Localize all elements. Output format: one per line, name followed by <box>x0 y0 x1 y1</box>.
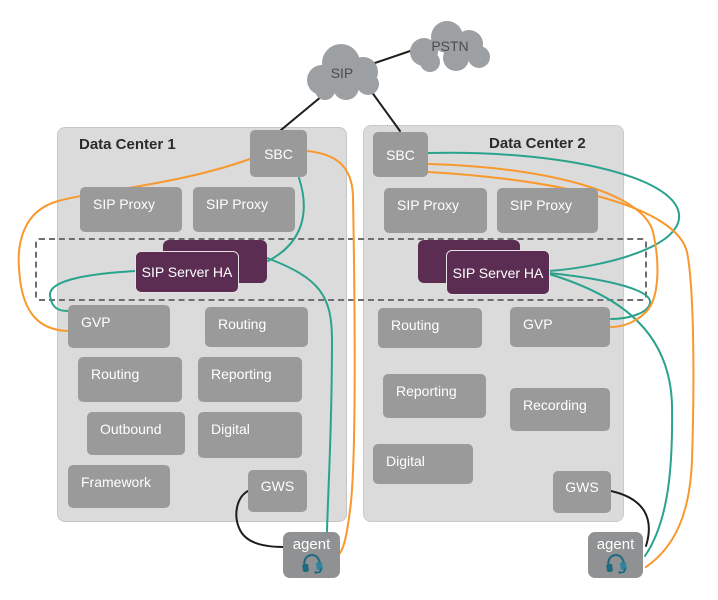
dc1-outbound-box: Outbound <box>87 412 185 455</box>
dc2-digital-box: Digital <box>373 444 473 484</box>
dc2-recording-box: Recording <box>510 388 610 431</box>
link-ha2-agent2 <box>548 273 674 557</box>
agent-right-label: agent <box>596 536 635 553</box>
link-sip-sbc1 <box>280 95 323 131</box>
link-sbc1-ha1 <box>267 177 305 262</box>
data-center-1-title: Data Center 1 <box>79 136 176 153</box>
data-center-2-title: Data Center 2 <box>489 135 586 152</box>
link-sbc1-gvp1 <box>17 158 251 332</box>
dc2-sbc-box: SBC <box>373 132 428 177</box>
dc1-sbc-label: SBC <box>264 145 293 162</box>
dc1-gws-box: GWS <box>248 470 307 512</box>
agent-right-box: agent <box>588 532 643 578</box>
dc1-routing-box-2: Routing <box>78 357 182 402</box>
link-ha2-gvp2 <box>548 272 651 320</box>
dc1-digital-box: Digital <box>198 412 302 458</box>
pstn-cloud-label: PSTN <box>431 38 468 54</box>
dc1-sip-proxy-1: SIP Proxy <box>80 187 182 232</box>
dc2-reporting-box: Reporting <box>383 374 486 418</box>
dc2-gvp-box: GVP <box>510 307 610 347</box>
headset-icon <box>605 554 627 574</box>
link-sbc1-agent1 <box>306 150 356 554</box>
link-sbc2-ha2 <box>427 151 681 272</box>
link-sip-pstn <box>371 48 417 65</box>
link-gws2-agent2 <box>610 490 650 547</box>
dc2-sip-server-ha: SIP Server HA <box>446 250 550 295</box>
agent-left-label: agent <box>292 536 331 553</box>
dc2-gws-box: GWS <box>553 471 611 513</box>
link-sbc2-gvp2 <box>427 163 659 328</box>
dc1-sbc-box: SBC <box>250 130 307 177</box>
pstn-cloud: PSTN <box>410 21 490 72</box>
teal-links <box>48 151 681 557</box>
link-ha1-gvp1 <box>48 270 137 312</box>
ha-dashed-zone <box>35 238 647 301</box>
dc2-routing-box: Routing <box>378 308 482 348</box>
black-links <box>235 48 650 548</box>
link-gws1-agent1 <box>235 489 284 548</box>
dc2-sip-proxy-2: SIP Proxy <box>497 188 598 233</box>
dc1-framework-box: Framework <box>68 465 170 508</box>
headset-icon <box>301 554 323 574</box>
dc2-sbc-label: SBC <box>386 146 415 163</box>
dc1-gvp-box: GVP <box>68 305 170 348</box>
dc1-sip-server-ha: SIP Server HA <box>135 251 239 293</box>
agent-left-box: agent <box>283 532 340 578</box>
dc1-reporting-box: Reporting <box>198 357 302 402</box>
sip-cloud-label: SIP <box>331 65 354 81</box>
link-ha1-agent1 <box>266 257 334 533</box>
link-sip-sbc2 <box>370 90 401 132</box>
dc2-sip-proxy-1: SIP Proxy <box>384 188 487 233</box>
dc1-routing-box-1: Routing <box>205 307 308 347</box>
sip-cloud: SIP <box>307 44 379 100</box>
dc1-sip-proxy-2: SIP Proxy <box>193 187 295 232</box>
